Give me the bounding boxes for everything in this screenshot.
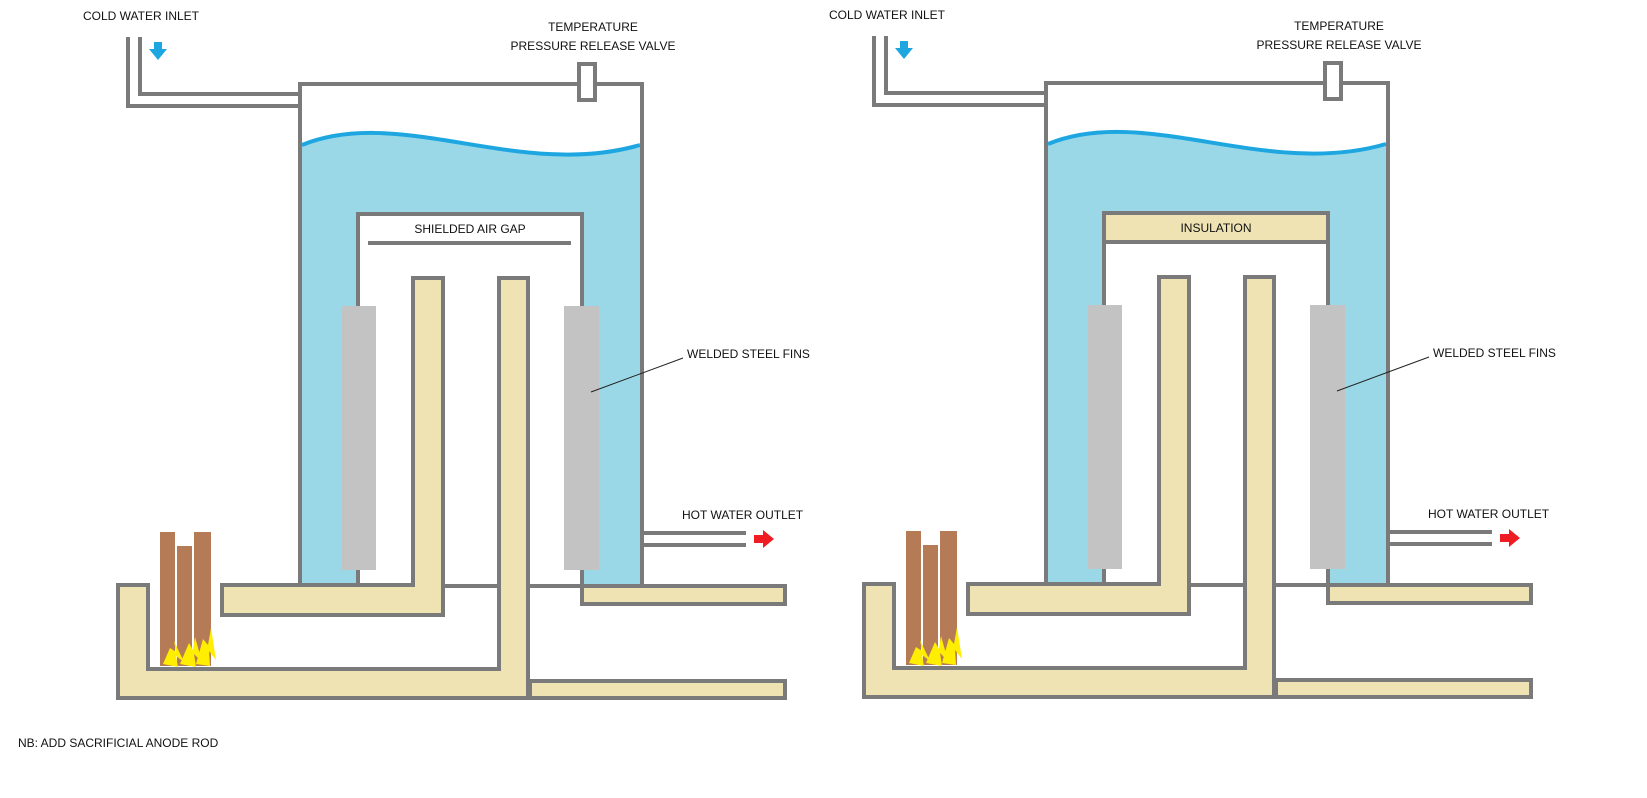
hot-water-outlet-pipe (1388, 530, 1492, 546)
cold-water-inlet-arrow (895, 41, 913, 59)
fire-flame (909, 640, 930, 666)
tank-outline (1044, 81, 1390, 584)
temperature-label: TEMPERATURE (548, 20, 638, 34)
firebox-channel (116, 276, 530, 700)
temperature-label: TEMPERATURE (1294, 19, 1384, 33)
steel-fin-left (1088, 305, 1122, 569)
firewood-log (194, 532, 211, 666)
pressure-release-valve-label: PRESSURE RELEASE VALVE (511, 39, 676, 53)
hot-water-outlet-arrow (754, 530, 774, 548)
cold-water-inlet-arrow (149, 42, 167, 60)
fire-flame (942, 627, 962, 665)
fire-flame (196, 628, 216, 666)
shielded-air-gap-label: SHIELDED AIR GAP (414, 222, 525, 236)
water-surface (1047, 130, 1387, 156)
welded-steel-fins-label: WELDED STEEL FINS (687, 347, 810, 361)
firewood-log (923, 545, 938, 665)
bottom-base-insulation (528, 679, 787, 700)
water-surface (301, 131, 641, 157)
hot-water-outlet-label: HOT WATER OUTLET (1428, 507, 1550, 521)
cold-water-inlet-pipe (872, 36, 1046, 107)
pressure-release-valve (577, 62, 597, 102)
cold-water-inlet-label: COLD WATER INLET (83, 9, 200, 23)
hot-water-outlet-arrow (1500, 529, 1520, 547)
right-diagram: COLD WATER INLET TEMPERATURE PRESSURE RE… (829, 8, 1556, 699)
heat-riser-channel (966, 275, 1191, 616)
heat-riser-channel (220, 276, 445, 617)
tank-water (302, 132, 640, 584)
fire-flame (163, 641, 184, 667)
outlet-base-insulation (580, 584, 787, 606)
welded-steel-fins-label: WELDED STEEL FINS (1433, 346, 1556, 360)
inner-chamber (1102, 211, 1330, 587)
firewood-log (160, 532, 175, 666)
note-text: NB: ADD SACRIFICIAL ANODE ROD (18, 736, 219, 750)
tank-water (1048, 131, 1386, 583)
cold-water-inlet-pipe (126, 37, 300, 108)
hot-water-outlet-label: HOT WATER OUTLET (682, 508, 804, 522)
fins-leader-line (590, 357, 684, 393)
steel-fin-right (564, 306, 599, 570)
fins-leader-line (1336, 356, 1430, 392)
fire-flame (926, 636, 948, 666)
outlet-base-insulation (1326, 583, 1533, 605)
pressure-release-valve-label: PRESSURE RELEASE VALVE (1257, 38, 1422, 52)
left-diagram: COLD WATER INLET TEMPERATURE PRESSURE RE… (83, 9, 810, 700)
firebox-channel (862, 275, 1276, 699)
hot-water-outlet-pipe (642, 531, 746, 547)
insulation-label: INSULATION (1180, 221, 1251, 235)
firewood-log (940, 531, 957, 665)
insulation-band (1102, 211, 1330, 244)
cold-water-inlet-label: COLD WATER INLET (829, 8, 946, 22)
pressure-release-valve (1323, 61, 1343, 101)
tank-outline (298, 82, 644, 585)
inner-chamber (356, 212, 584, 588)
firewood-log (177, 546, 192, 666)
firewood-log (906, 531, 921, 665)
steel-fin-right (1310, 305, 1345, 569)
fire-flame (180, 637, 202, 667)
bottom-base-insulation (1274, 678, 1533, 699)
steel-fin-left (342, 306, 376, 570)
